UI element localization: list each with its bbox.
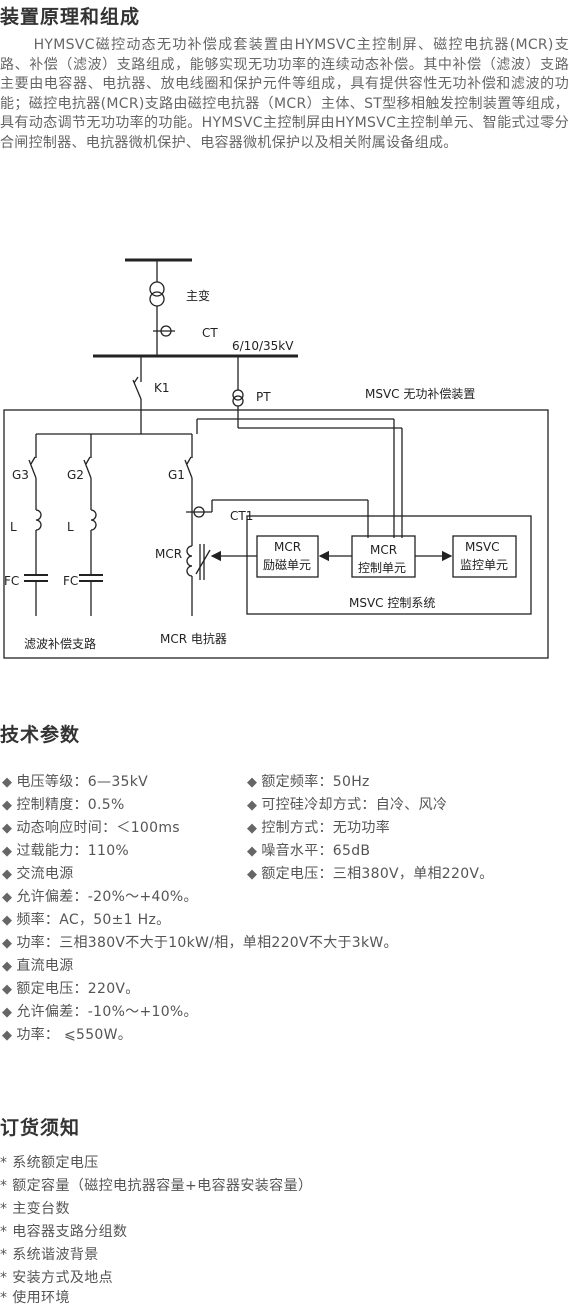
spec-text: 额定频率：50Hz: [261, 774, 370, 790]
spec-text: 交流电源: [16, 866, 74, 882]
label-device: MSVC 无功补偿装置: [365, 386, 475, 401]
spec-text: 电压等级：6—35kV: [16, 774, 149, 790]
bullet-icon: ◆: [2, 982, 13, 997]
label-fc-g3: FC: [4, 574, 19, 588]
bullet-icon: ◆: [247, 821, 258, 836]
spec-item: ◆控制精度：0.5%: [2, 794, 125, 814]
spec-item: ◆交流电源: [2, 863, 74, 883]
label-filter-branch: 滤波补偿支路: [24, 636, 96, 651]
section-title-ordering: 订货须知: [0, 1117, 81, 1139]
spec-item: ◆额定电压：220V。: [2, 978, 140, 998]
spec-text: 允许偏差：-20%～+40%。: [16, 889, 198, 905]
order-item: * 电容器支路分组数: [0, 1224, 128, 1240]
bullet-icon: ◆: [247, 867, 258, 882]
spec-item: ◆可控硅冷却方式：自冷、风冷: [247, 794, 447, 814]
section-title-specs: 技术参数: [0, 724, 81, 746]
spec-text: 额定电压：220V。: [16, 981, 140, 997]
label-l-g2: L: [67, 520, 74, 534]
bullet-icon: ◆: [247, 775, 258, 790]
spec-item: ◆允许偏差：-20%～+40%。: [2, 886, 198, 906]
spec-text: 噪音水平：65dB: [261, 843, 371, 859]
label-ct1: CT1: [230, 509, 253, 523]
order-item: * 系统谐波背景: [0, 1247, 99, 1263]
box2-line1: MCR: [370, 543, 397, 557]
spec-item: ◆功率： ⩽550W。: [2, 1024, 132, 1044]
order-item: * 主变台数: [0, 1201, 70, 1217]
order-item: * 额定容量（磁控电抗器容量+电容器安装容量）: [0, 1178, 313, 1194]
bullet-icon: ◆: [2, 1005, 13, 1020]
label-pt: PT: [256, 390, 271, 404]
spec-text: 可控硅冷却方式：自冷、风冷: [261, 797, 448, 813]
spec-text: 允许偏差：-10%～+10%。: [16, 1004, 198, 1020]
spec-item: ◆噪音水平：65dB: [247, 840, 370, 860]
spec-text: 控制方式：无功功率: [261, 820, 391, 836]
section-title-principle: 装置原理和组成: [0, 6, 141, 28]
box1-line1: MCR: [274, 540, 301, 554]
label-main-transformer: 主变: [186, 288, 210, 303]
spec-item: ◆额定电压：三相380V，单相220V。: [247, 863, 494, 883]
bullet-icon: ◆: [247, 798, 258, 813]
spec-text: 频率：AC，50±1 Hz。: [16, 912, 171, 928]
label-bus-voltage: 6/10/35kV: [232, 339, 294, 353]
order-item: * 安装方式及地点: [0, 1270, 114, 1286]
label-g3: G3: [12, 468, 29, 482]
bullet-icon: ◆: [2, 1028, 13, 1043]
spec-item: ◆直流电源: [2, 955, 74, 975]
spec-item: ◆控制方式：无功功率: [247, 817, 390, 837]
bullet-icon: ◆: [2, 844, 13, 859]
label-fc-g2: FC: [63, 574, 78, 588]
spec-item: ◆过载能力：110%: [2, 840, 129, 860]
box2-line2: 控制单元: [358, 561, 406, 575]
spec-item: ◆频率：AC，50±1 Hz。: [2, 909, 170, 929]
spec-text: 过载能力：110%: [16, 843, 130, 859]
bullet-icon: ◆: [2, 913, 13, 928]
bullet-icon: ◆: [2, 936, 13, 951]
label-g1: G1: [168, 468, 185, 482]
spec-item: ◆允许偏差：-10%～+10%。: [2, 1001, 198, 1021]
label-mcr-reactor: MCR 电抗器: [160, 631, 227, 646]
label-mcr-side: MCR: [155, 547, 182, 561]
label-g2: G2: [67, 468, 84, 482]
spec-item: ◆动态响应时间：＜100ms: [2, 817, 180, 837]
bullet-icon: ◆: [2, 890, 13, 905]
bullet-icon: ◆: [2, 821, 13, 836]
circuit-diagram: 主变 CT 6/10/35kV K1 PT MSVC 无功补偿装置 G3 G2 …: [3, 258, 549, 659]
box3-line1: MSVC: [465, 540, 500, 554]
order-item: * 使用环境: [0, 1290, 70, 1306]
bullet-icon: ◆: [2, 867, 13, 882]
label-control-system: MSVC 控制系统: [349, 596, 435, 610]
bullet-icon: ◆: [2, 775, 13, 790]
spec-text: 功率：三相380V不大于10kW/相，单相220V不大于3kW。: [16, 935, 398, 951]
spec-text: 直流电源: [16, 958, 74, 974]
spec-item: ◆功率：三相380V不大于10kW/相，单相220V不大于3kW。: [2, 932, 398, 952]
bullet-icon: ◆: [2, 959, 13, 974]
spec-item: ◆额定频率：50Hz: [247, 771, 370, 791]
label-ct: CT: [202, 326, 218, 340]
label-k1: K1: [154, 381, 170, 395]
spec-text: 控制精度：0.5%: [16, 797, 125, 813]
box1-line2: 励磁单元: [263, 557, 311, 572]
bullet-icon: ◆: [2, 798, 13, 813]
spec-item: ◆电压等级：6—35kV: [2, 771, 148, 791]
label-l-g3: L: [10, 520, 17, 534]
spec-text: 额定电压：三相380V，单相220V。: [261, 866, 494, 882]
principle-paragraph: HYMSVC磁控动态无功补偿成套装置由HYMSVC主控制屏、磁控电抗器(MCR)…: [0, 37, 569, 151]
spec-text: 功率： ⩽550W。: [16, 1027, 133, 1043]
spec-text: 动态响应时间：＜100ms: [16, 820, 180, 836]
order-item: * 系统额定电压: [0, 1155, 99, 1171]
bullet-icon: ◆: [247, 844, 258, 859]
box3-line2: 监控单元: [460, 558, 508, 572]
